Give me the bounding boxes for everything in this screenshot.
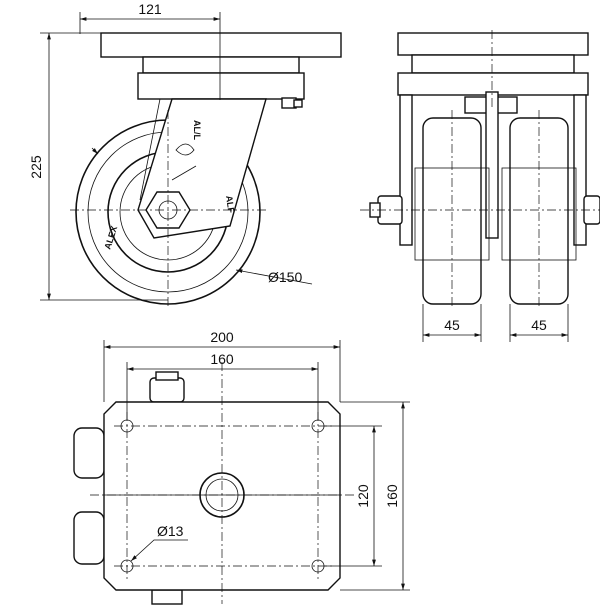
centre-spindle [485, 91, 499, 239]
logo-icon [171, 143, 197, 181]
wheel-top-left [73, 427, 105, 479]
mounting-plate [103, 401, 341, 591]
swivel-bearing [137, 72, 305, 100]
rotation-mark [91, 147, 99, 155]
dim-hole-spacing-x: 160 [210, 351, 234, 367]
leader-hole-diameter [130, 539, 188, 562]
fork-plate-right [573, 94, 587, 246]
front-swivel-head [411, 54, 575, 74]
dim-wheel-width-left: 45 [444, 317, 460, 333]
fork-plate-left [399, 94, 413, 246]
swivel-head [142, 56, 300, 74]
top-plate [100, 32, 342, 58]
dim-wheel-width-right: 45 [531, 317, 547, 333]
brand-marking: ALEX [102, 225, 119, 251]
dim-plate-length: 160 [384, 484, 400, 508]
front-top-plate [397, 32, 589, 56]
wheel-top-right [73, 511, 105, 565]
dim-plate-width: 200 [210, 329, 234, 345]
side-view: ALEX ALF AL/L 121 225 Ø150 [28, 1, 342, 308]
dim-hole-diameter: Ø13 [157, 523, 184, 539]
dim-overall-height: 225 [28, 155, 44, 179]
leader-diameter [235, 269, 313, 285]
grease-nipple-icon [281, 97, 303, 109]
dim-hole-spacing-y: 120 [355, 484, 371, 508]
rim-marking: ALF [224, 195, 236, 214]
dim-plate-width-top: 121 [138, 1, 162, 17]
fork-edge [139, 98, 161, 201]
bottom-bolt [151, 589, 183, 605]
dim-wheel-diameter: Ø150 [268, 269, 302, 285]
top-view: 200 160 120 160 Ø13 [73, 329, 410, 605]
top-nut-icon [149, 371, 185, 403]
fork-marking: AL/L [192, 120, 202, 140]
front-view: 45 45 [360, 30, 600, 342]
